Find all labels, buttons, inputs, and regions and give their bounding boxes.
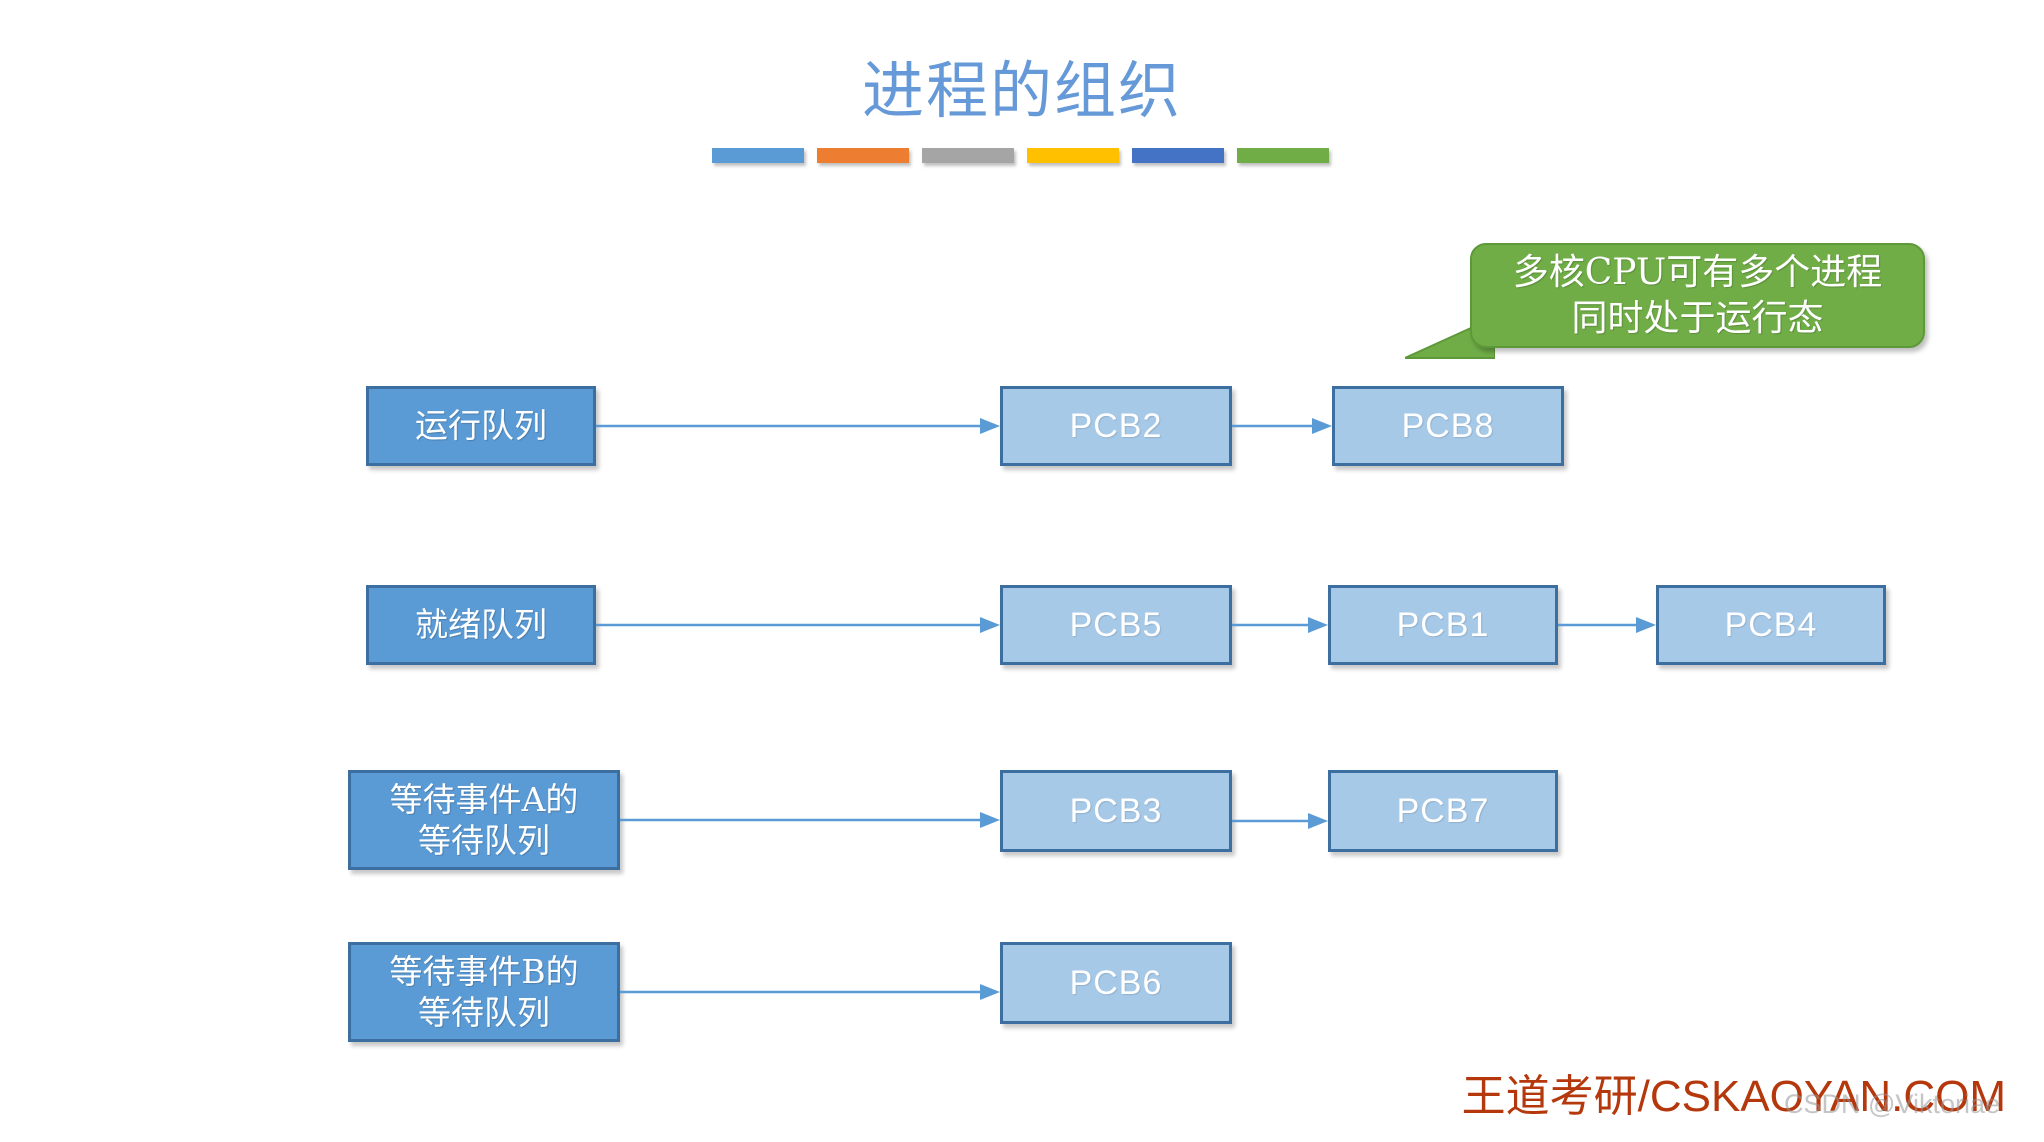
pcb-box-pcb7[interactable]: PCB7 bbox=[1328, 770, 1558, 852]
callout-text: 多核CPU可有多个进程 同时处于运行态 bbox=[1512, 252, 1883, 339]
pcb-box-pcb6[interactable]: PCB6 bbox=[1000, 942, 1232, 1024]
footer-brand: 王道考研/CSKAOYAN.COM bbox=[1461, 1072, 2006, 1121]
queue-box-running[interactable]: 运行队列 bbox=[366, 386, 596, 466]
queue-box-wait-event-b[interactable]: 等待事件B的 等待队列 bbox=[348, 942, 620, 1042]
decor-bar-green bbox=[1237, 148, 1329, 163]
connector-pcb5-to-pcb1 bbox=[1232, 614, 1328, 636]
pcb-box-pcb1[interactable]: PCB1 bbox=[1328, 585, 1558, 665]
pcb-box-pcb4[interactable]: PCB4 bbox=[1656, 585, 1886, 665]
connector-wait-a-to-pcb3 bbox=[620, 809, 1000, 831]
decor-bar-yellow bbox=[1027, 148, 1119, 163]
queue-box-wait-event-a[interactable]: 等待事件A的 等待队列 bbox=[348, 770, 620, 870]
page-title: 进程的组织 bbox=[861, 54, 1182, 127]
connector-wait-b-to-pcb6 bbox=[620, 981, 1000, 1003]
pcb-box-pcb3[interactable]: PCB3 bbox=[1000, 770, 1232, 852]
connector-pcb2-to-pcb8 bbox=[1232, 415, 1332, 437]
connector-running-to-pcb2 bbox=[596, 415, 1000, 437]
connector-ready-to-pcb5 bbox=[596, 614, 1000, 636]
pcb-box-pcb2[interactable]: PCB2 bbox=[1000, 386, 1232, 466]
connector-pcb3-to-pcb7 bbox=[1232, 810, 1328, 832]
pcb-box-pcb8[interactable]: PCB8 bbox=[1332, 386, 1564, 466]
decor-bar-strip bbox=[712, 148, 1329, 163]
decor-bar-dark-blue bbox=[1132, 148, 1224, 163]
decor-bar-blue bbox=[712, 148, 804, 163]
queue-box-ready[interactable]: 就绪队列 bbox=[366, 585, 596, 665]
pcb-box-pcb5[interactable]: PCB5 bbox=[1000, 585, 1232, 665]
connector-pcb1-to-pcb4 bbox=[1558, 614, 1656, 636]
decor-bar-orange bbox=[817, 148, 909, 163]
decor-bar-gray bbox=[922, 148, 1014, 163]
callout-bubble: 多核CPU可有多个进程 同时处于运行态 bbox=[1470, 243, 1925, 348]
